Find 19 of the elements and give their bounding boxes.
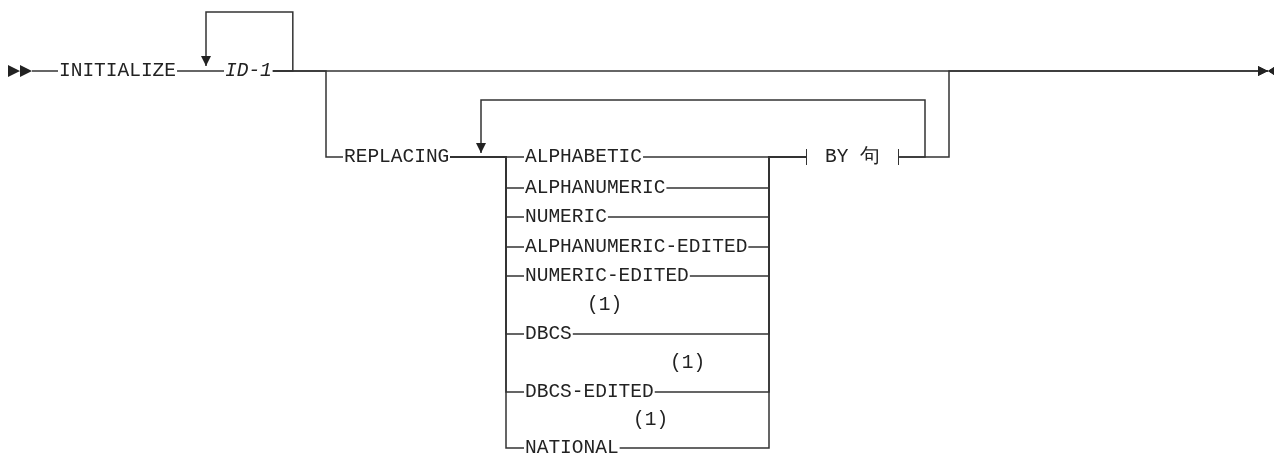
keyword: ALPHANUMERIC-EDITED xyxy=(524,239,749,255)
track-line xyxy=(176,70,225,72)
footnote-mark: (1) xyxy=(670,355,706,371)
keyword: ID-1 xyxy=(224,63,273,79)
arrow xyxy=(201,11,294,72)
arrow xyxy=(476,99,926,158)
keyword: NUMERIC xyxy=(524,209,608,225)
track-line xyxy=(449,156,525,449)
keyword: DBCS-EDITED xyxy=(524,384,655,400)
footnote-mark: (1) xyxy=(633,412,669,428)
keyword: INITIALIZE xyxy=(58,63,178,79)
keyword: NATIONAL xyxy=(524,440,620,456)
keyword: ALPHANUMERIC xyxy=(524,180,667,196)
keyword: NUMERIC-EDITED xyxy=(524,268,690,284)
footnote-mark: (1) xyxy=(587,297,623,313)
keyword: ALPHABETIC xyxy=(524,149,644,165)
keyword: REPLACING xyxy=(343,149,451,165)
keyword: DBCS xyxy=(524,326,573,342)
track-line xyxy=(31,70,59,72)
